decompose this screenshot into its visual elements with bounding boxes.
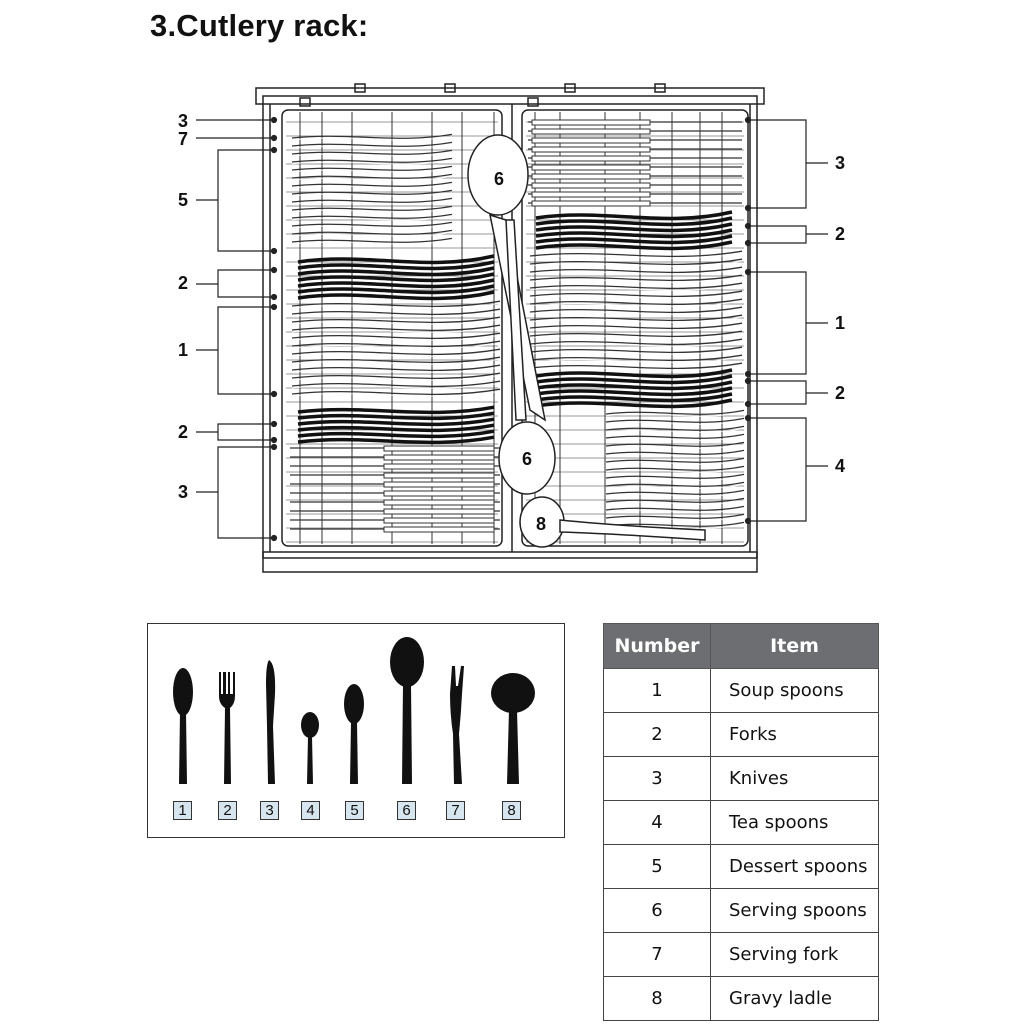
row-item: Soup spoons (710, 668, 879, 713)
tea-spoon-icon (301, 712, 319, 784)
row-number: 6 (603, 888, 711, 933)
row-item: Serving spoons (710, 888, 879, 933)
row-number: 5 (603, 844, 711, 889)
callout-right-1: 3 (834, 153, 845, 173)
utensil-number-1: 1 (173, 801, 192, 820)
utensil-legend-panel: 1 2 3 4 5 6 7 8 (147, 623, 565, 838)
callout-left-3: 5 (177, 190, 188, 210)
callout-left-5: 1 (177, 340, 188, 360)
utensil-number-5: 5 (345, 801, 364, 820)
knife-icon (266, 660, 276, 784)
utensil-number-4: 4 (301, 801, 320, 820)
header-number: Number (603, 623, 711, 669)
row-item: Knives (710, 756, 879, 801)
callout-left-1: 3 (177, 111, 188, 131)
utensil-number-6: 6 (397, 801, 416, 820)
utensil-number-7: 7 (446, 801, 465, 820)
left-basket (281, 109, 503, 547)
cutlery-rack-diagram (196, 83, 828, 573)
callout-right-3: 1 (834, 313, 845, 333)
serving-spoon-top (467, 134, 529, 216)
callout-right-2: 2 (834, 224, 845, 244)
rack-label-serving-spoon-top: 6 (493, 169, 504, 189)
serving-spoon-bottom (498, 421, 556, 495)
rack-frame (262, 95, 758, 559)
row-item: Forks (710, 712, 879, 757)
callout-left-6: 2 (177, 422, 188, 442)
rack-bottom-rail (262, 551, 758, 573)
row-item: Dessert spoons (710, 844, 879, 889)
row-number: 8 (603, 976, 711, 1021)
row-number: 2 (603, 712, 711, 757)
row-item: Gravy ladle (710, 976, 879, 1021)
serving-fork-icon (450, 666, 464, 784)
row-number: 7 (603, 932, 711, 977)
fork-icon (219, 672, 235, 784)
gravy-ladle-icon (491, 673, 535, 784)
rack-label-serving-spoon-bottom: 6 (521, 449, 532, 469)
rack-label-gravy-ladle: 8 (535, 514, 546, 534)
serving-spoon-icon (390, 637, 424, 784)
utensil-silhouettes (173, 637, 535, 784)
row-number: 3 (603, 756, 711, 801)
rack-top-rail (255, 87, 765, 105)
row-number: 1 (603, 668, 711, 713)
table-header-row: Number Item (603, 623, 879, 669)
utensil-number-2: 2 (218, 801, 237, 820)
utensil-number-8: 8 (502, 801, 521, 820)
callout-right-4: 2 (834, 383, 845, 403)
callout-left-7: 3 (177, 482, 188, 502)
utensil-number-3: 3 (260, 801, 279, 820)
callout-left-4: 2 (177, 273, 188, 293)
row-item: Tea spoons (710, 800, 879, 845)
page-title: 3.Cutlery rack: (150, 8, 369, 43)
row-number: 4 (603, 800, 711, 845)
gravy-ladle-handle (559, 519, 706, 541)
dessert-spoon-icon (344, 684, 364, 784)
callout-right-5: 4 (834, 456, 845, 476)
soup-spoon-icon (173, 668, 193, 784)
callout-left-2: 7 (177, 129, 188, 149)
row-item: Serving fork (710, 932, 879, 977)
header-item: Item (710, 623, 879, 669)
